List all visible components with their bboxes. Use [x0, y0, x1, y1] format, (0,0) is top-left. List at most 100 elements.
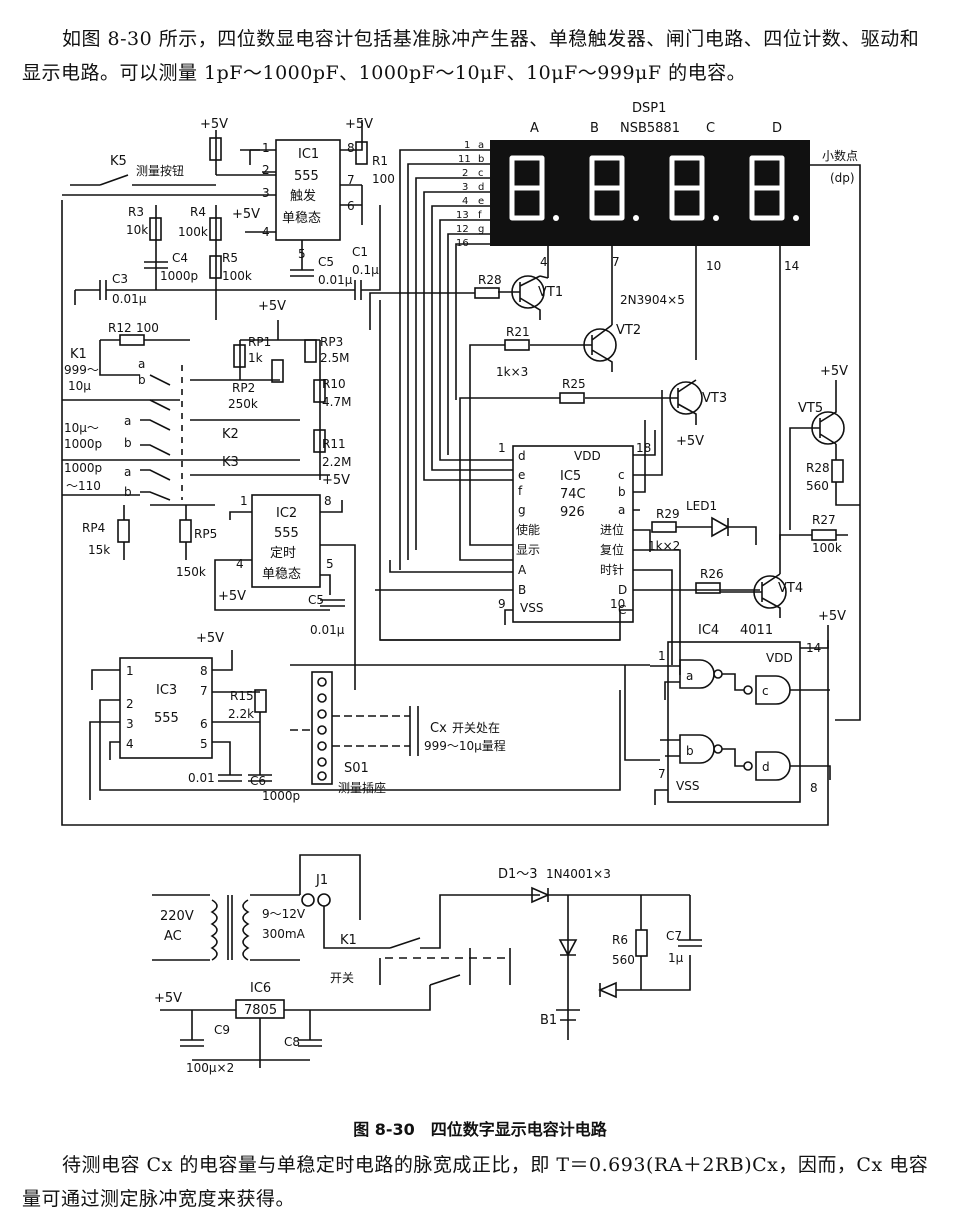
ic3-block: IC3 555 1 2 3 4 8 7 6 5	[89, 650, 621, 800]
ic5-pin10: 10	[610, 597, 625, 611]
c5b-capacitor	[320, 599, 345, 607]
decimal-point-3	[793, 215, 799, 221]
c5a-capacitor	[290, 269, 314, 277]
dp-short: (dp)	[830, 171, 855, 185]
r6-value: 560	[612, 953, 635, 967]
k3-b: b	[124, 485, 132, 499]
gate-d	[755, 751, 791, 781]
r21-resistor	[504, 339, 530, 351]
ic2-pin4: 4	[236, 557, 244, 571]
svg-text:f: f	[478, 210, 482, 221]
c-ic3-capacitor	[218, 774, 242, 782]
svg-text:11: 11	[458, 154, 471, 165]
ac-label2: AC	[164, 929, 182, 944]
vt4-transistor	[720, 573, 787, 618]
rp1-label: RP1	[248, 335, 271, 349]
ic5-pin-e: e	[518, 468, 525, 482]
ic5-name: IC5	[560, 469, 581, 484]
decimal-point-2	[713, 215, 719, 221]
vt5-label: VT5	[798, 401, 823, 416]
digit-segments-0	[509, 155, 545, 221]
r6-label: R6	[612, 933, 628, 947]
ic1-pin8: 8	[347, 141, 355, 155]
ic5-type2: 926	[560, 505, 585, 520]
c7-capacitor	[640, 895, 702, 990]
ic4-pin8: 8	[810, 781, 818, 795]
c9-capacitor	[180, 1039, 204, 1047]
digit-segments-3	[749, 155, 785, 221]
ic5-pin-display: 显示	[516, 543, 540, 557]
rp4-label: RP4	[82, 521, 105, 535]
ic5-pin-b-digit: B	[518, 583, 526, 597]
rp3-value: 2.5M	[320, 351, 349, 365]
decimal-point-1	[633, 215, 639, 221]
ic2-pin5: 5	[326, 557, 334, 571]
ic4-name: IC4	[698, 623, 719, 638]
r28b-label: R28	[806, 461, 830, 475]
r15-value: 2.2k	[228, 707, 254, 721]
k5-label: K5	[110, 154, 127, 169]
r27-resistor	[811, 529, 837, 541]
ic5-pin-reset: 复位	[600, 542, 624, 557]
rp5-resistor	[179, 519, 192, 543]
r12-label: R12	[108, 321, 132, 335]
main-frame-wire	[61, 200, 829, 826]
v5-output-label: +5V	[154, 991, 182, 1006]
ic2-pin8: 8	[324, 494, 332, 508]
r15-resistor	[254, 689, 267, 713]
ic4-vss: VSS	[676, 779, 699, 793]
ic5-pin-d-digit: D	[618, 583, 627, 597]
r28a-resistor	[474, 287, 500, 299]
svg-text:3: 3	[462, 182, 468, 193]
ic5-body	[512, 445, 634, 623]
k3-label: K3	[222, 455, 239, 470]
digit-b-label: B	[590, 121, 599, 136]
diode-label: D1～3	[498, 867, 538, 882]
r25-label: R25	[562, 377, 586, 391]
k1-a: a	[138, 357, 145, 371]
svg-text:c: c	[478, 168, 484, 179]
ic1-name: IC1	[298, 147, 319, 162]
v5-label-3: +5V	[232, 207, 260, 222]
c7-value: 1μ	[668, 951, 684, 965]
svg-text:1: 1	[464, 140, 470, 151]
ic3-pin2: 2	[126, 697, 134, 711]
k2-label: K2	[222, 427, 239, 442]
ic5-pin-clock: 时针	[600, 562, 624, 577]
c1-value: 0.1μ	[352, 263, 379, 277]
r29-value: 1k×2	[648, 539, 680, 553]
rp5-value: 150k	[176, 565, 206, 579]
svg-text:e: e	[478, 196, 484, 207]
svg-text:4: 4	[462, 196, 468, 207]
ic1-block: IC1 555 触发 单稳态 1 2 3 4 5 7 6 8	[62, 120, 363, 270]
rp2-value: 250k	[228, 397, 258, 411]
r27-value: 100k	[812, 541, 842, 555]
c3-capacitor	[74, 280, 216, 305]
r21-label: R21	[506, 325, 530, 339]
c8-label: C8	[284, 1035, 300, 1049]
v5-label-2: +5V	[345, 117, 373, 132]
gate-a-label: a	[686, 669, 693, 683]
ic1-role1: 触发	[290, 188, 316, 204]
ic1-pin2: 2	[262, 163, 270, 177]
k2-range2: 1000p	[64, 437, 102, 451]
svg-text:a: a	[478, 140, 484, 151]
r10-resistor	[313, 379, 326, 403]
r5-value: 100k	[222, 269, 252, 283]
svg-text:13: 13	[456, 210, 469, 221]
transformer-current: 300mA	[262, 927, 306, 941]
c6-capacitor	[248, 712, 272, 782]
r12-resistor	[119, 334, 145, 346]
ic6-regulator	[235, 999, 285, 1019]
rp1-resistor	[233, 344, 246, 368]
gate-d-label: d	[762, 760, 770, 774]
c8-capacitor	[298, 1039, 322, 1047]
rp2-label: RP2	[232, 381, 255, 395]
r28b-value: 560	[806, 479, 829, 493]
led1-diode	[676, 516, 757, 545]
j1-jack-1	[301, 893, 315, 907]
r10-value: 4.7M	[322, 395, 351, 409]
ic6-type: 7805	[244, 1003, 277, 1018]
k3-range2: ～110	[66, 479, 101, 493]
vt1-transistor	[498, 275, 549, 320]
